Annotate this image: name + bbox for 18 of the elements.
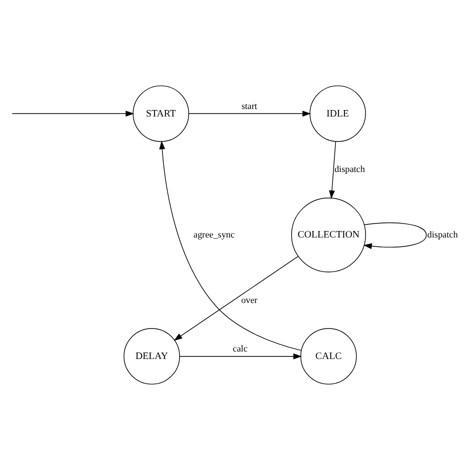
edge-label: over xyxy=(241,294,258,305)
edge-label: agree_sync xyxy=(194,229,235,240)
arrow xyxy=(12,110,134,117)
arrow xyxy=(179,353,302,360)
arrow xyxy=(363,222,427,250)
arrow xyxy=(328,141,336,199)
edge-label: calc xyxy=(232,344,248,354)
edge-label: start xyxy=(241,100,258,111)
arrow xyxy=(159,140,302,351)
node-circle: COLLECTION xyxy=(291,198,366,272)
node-circle: CALC xyxy=(300,328,357,385)
edge-label: dispatch xyxy=(334,164,365,174)
node-circle: DELAY xyxy=(124,328,180,385)
arrow xyxy=(188,110,311,117)
node-circle: IDLE xyxy=(310,85,366,142)
node-circle: START xyxy=(132,85,190,142)
arrow xyxy=(174,256,298,341)
edge-label: dispatch xyxy=(427,229,458,240)
